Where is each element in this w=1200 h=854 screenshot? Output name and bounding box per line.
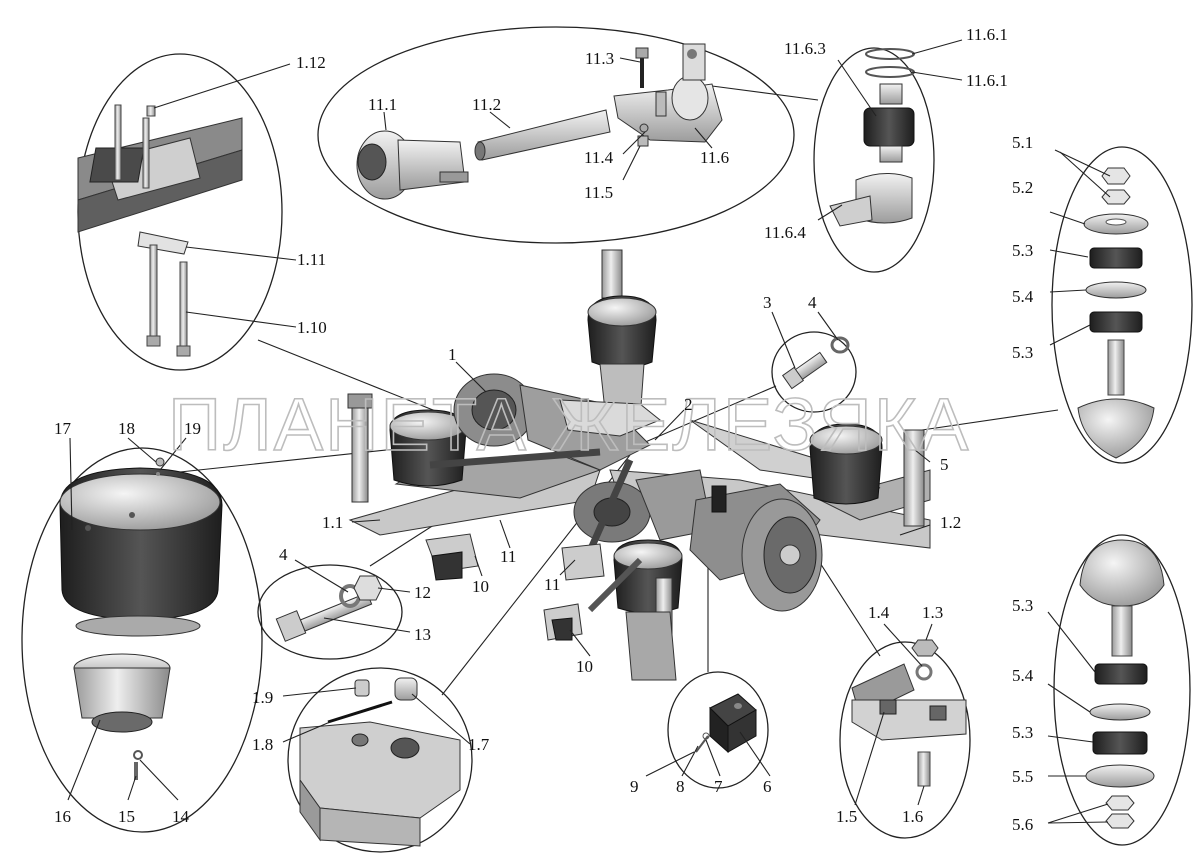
callout-5-3-a: 5.3	[1012, 241, 1033, 260]
callout-1-8: 1.8	[252, 735, 273, 754]
callout-11-6-1-upper: 11.6.1	[966, 25, 1008, 44]
callout-11-3: 11.3	[585, 49, 614, 68]
callout-1-9: 1.9	[252, 688, 273, 707]
callout-5: 5	[940, 455, 949, 474]
callout-11-6-3: 11.6.3	[784, 39, 826, 58]
callout-labels: 1.12 1.11 1.10 11.1 11.2 11.3 11.4 11.5 …	[54, 25, 1034, 834]
oval-block-6	[667, 671, 769, 789]
callout-10-b: 10	[576, 657, 593, 676]
reaction-rod-detail	[356, 43, 723, 200]
block-6-detail	[645, 693, 771, 777]
callout-9: 9	[630, 777, 639, 796]
callout-11-2: 11.2	[472, 95, 501, 114]
callout-4-b: 4	[279, 545, 288, 564]
frame-bracket-detail	[77, 63, 297, 357]
callout-5-3-b: 5.3	[1012, 343, 1033, 362]
callout-7: 7	[714, 777, 723, 796]
oval-saddle-1-7	[287, 667, 473, 853]
callout-17: 17	[54, 419, 72, 438]
oval-upper-mount	[1051, 146, 1193, 464]
callout-5-1: 5.1	[1012, 133, 1033, 152]
callout-1-7: 1.7	[468, 735, 490, 754]
bracket-1-5-detail	[851, 623, 967, 806]
callout-1-4: 1.4	[868, 603, 890, 622]
callout-12: 12	[414, 583, 431, 602]
oval-air-spring	[21, 447, 263, 833]
lower-mount-detail	[1047, 539, 1165, 829]
watermark: ПЛАНЕТА ЖЕЛЕЗЯКА	[168, 383, 970, 466]
callout-1-6: 1.6	[902, 807, 923, 826]
callout-5-5: 5.5	[1012, 767, 1033, 786]
callout-1-5: 1.5	[836, 807, 857, 826]
bolt-3-4-detail	[771, 311, 850, 390]
callout-8: 8	[676, 777, 685, 796]
callout-13: 13	[414, 625, 431, 644]
callout-15: 15	[118, 807, 135, 826]
main-suspension-assembly	[347, 249, 931, 681]
saddle-detail	[282, 677, 471, 847]
callout-5-4-b: 5.4	[1012, 666, 1034, 685]
air-spring-detail	[59, 437, 223, 801]
callout-11-6-1-lower: 11.6.1	[966, 71, 1008, 90]
callout-1-2: 1.2	[940, 513, 961, 532]
callout-11-4: 11.4	[584, 148, 614, 167]
callout-1-10: 1.10	[297, 318, 327, 337]
callout-5-2: 5.2	[1012, 178, 1033, 197]
oval-bolt-12-13	[257, 564, 403, 660]
rod-end-detail	[817, 39, 963, 227]
callout-5-4-a: 5.4	[1012, 287, 1034, 306]
assembly-leaders	[351, 361, 931, 657]
oval-rod-end	[813, 47, 935, 273]
callout-1-1: 1.1	[322, 513, 343, 532]
upper-mount-detail	[1049, 149, 1155, 459]
callout-1-3: 1.3	[922, 603, 943, 622]
callout-1: 1	[448, 345, 457, 364]
callout-10-a: 10	[472, 577, 489, 596]
callout-5-3-d: 5.3	[1012, 723, 1033, 742]
callout-11-b: 11	[544, 575, 560, 594]
callout-11-6-4: 11.6.4	[764, 223, 806, 242]
callout-18: 18	[118, 419, 135, 438]
callout-11-1: 11.1	[368, 95, 397, 114]
callout-11-6: 11.6	[700, 148, 729, 167]
oval-bolt-3-4	[771, 331, 857, 413]
bolt-12-13-detail	[275, 559, 411, 642]
oval-bracket-1-5	[839, 641, 971, 839]
oval-reaction-rod	[317, 26, 795, 244]
callout-14: 14	[172, 807, 190, 826]
callout-19: 19	[184, 419, 201, 438]
callout-2: 2	[684, 395, 693, 414]
callout-6: 6	[763, 777, 772, 796]
callout-11-5: 11.5	[584, 183, 613, 202]
detail-ovals	[21, 26, 1193, 853]
callout-4-a: 4	[808, 293, 817, 312]
oval-lower-mount	[1053, 534, 1191, 846]
callout-3: 3	[763, 293, 772, 312]
callout-1-11: 1.11	[297, 250, 326, 269]
callout-5-3-c: 5.3	[1012, 596, 1033, 615]
callout-16: 16	[54, 807, 71, 826]
callout-1-12: 1.12	[296, 53, 326, 72]
callout-5-6: 5.6	[1012, 815, 1033, 834]
callout-11-a: 11	[500, 547, 516, 566]
